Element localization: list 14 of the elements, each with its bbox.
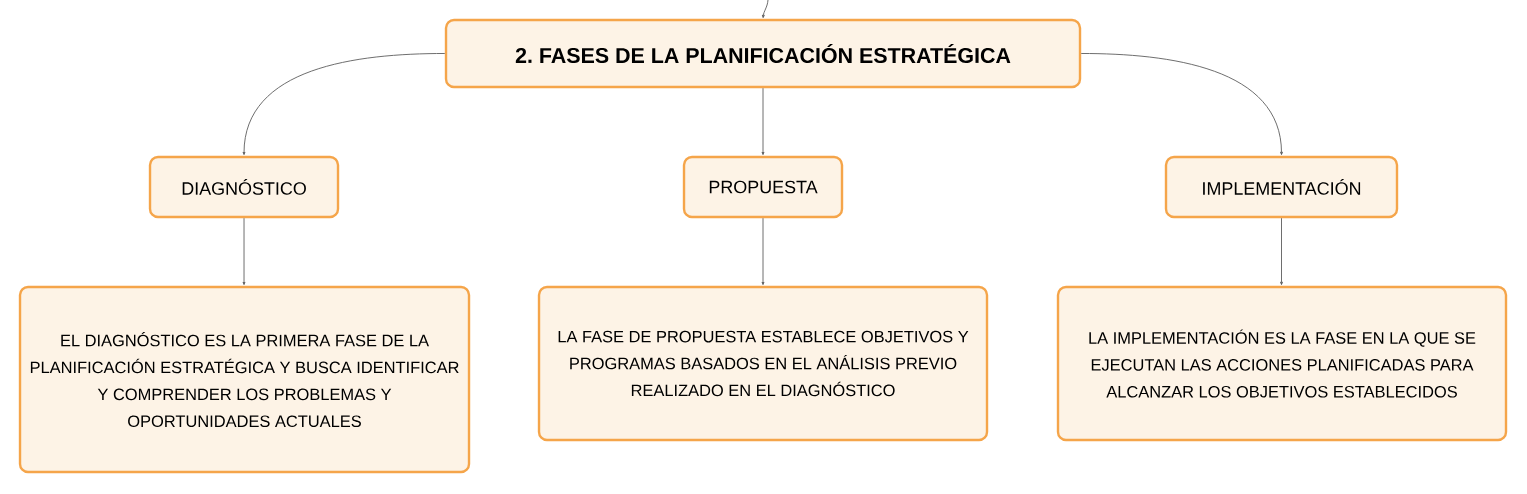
description-box: LA IMPLEMENTACIÓN ES LA FASE EN LA QUE SE EJECUTAN LAS ACCIONES PLANIFICADAS PARA ALCANZAR LOS OBJETIVOS ESTABLECIDOS [1056, 285, 1508, 442]
heading-box: 2. FASES DE LA PLANIFICACIÓN ESTRATÉGICA [444, 18, 1082, 89]
arrow [761, 87, 765, 156]
description-box: LA FASE DE PROPUESTA ESTABLECE OBJETIVOS Y PROGRAMAS BASADOS EN EL ANÁLISIS PREVIO REALIZADO EN EL DIAGNÓSTICO [537, 285, 989, 442]
phase-box: IMPLEMENTACIÓN [1164, 155, 1399, 219]
arrow [1280, 217, 1283, 286]
description-box: EL DIAGNÓSTICO ES LA PRIMERA FASE DE LA PLANIFICACIÓN ESTRATÉGICA Y BUSCA IDENTIFICAR Y COMPRENDER LOS PROBLEMAS Y OPORTUNIDADES ACTUALES [18, 285, 471, 474]
arrow [242, 217, 246, 286]
arrow [761, 0, 769, 19]
arrow [242, 53, 446, 156]
arrow [761, 217, 765, 286]
arrow [1080, 53, 1283, 156]
phase-box: PROPUESTA [682, 155, 844, 219]
phase-box: DIAGNÓSTICO [148, 155, 340, 219]
